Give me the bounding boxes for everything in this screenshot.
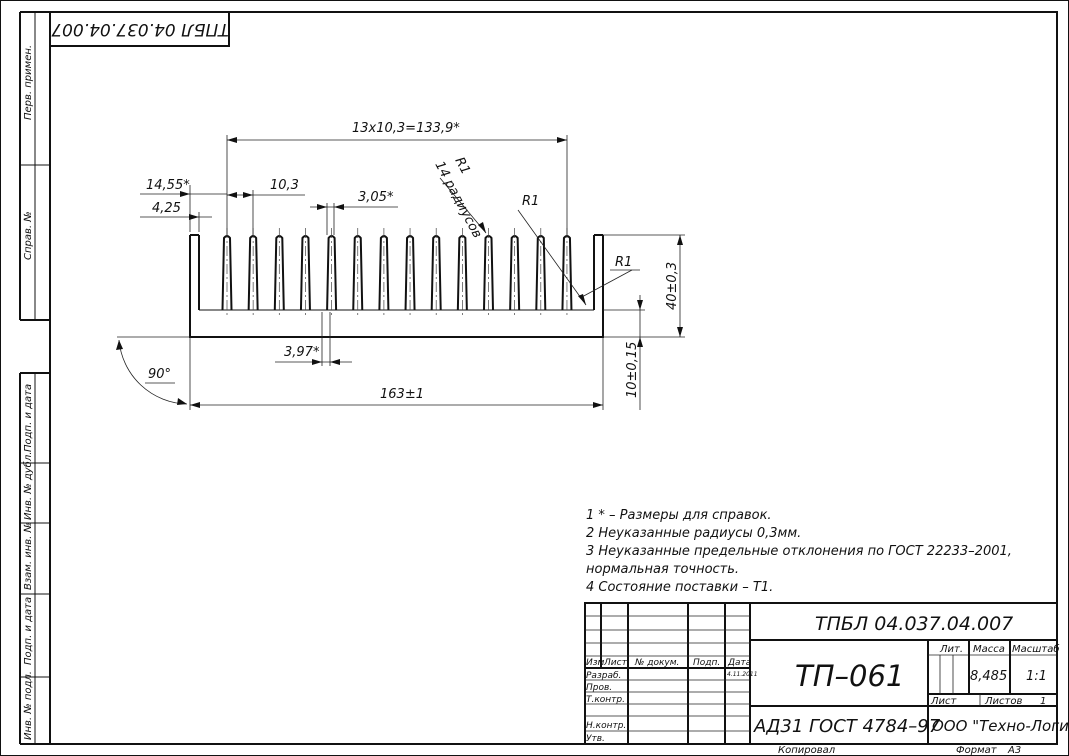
sheets-label: Листов <box>984 696 1022 707</box>
dimension-lines <box>117 135 685 410</box>
fin-centerlines <box>226 228 568 318</box>
technical-notes: 1 * – Размеры для справок. 2 Неуказанные… <box>586 508 1012 595</box>
note-3b: нормальная точность. <box>586 562 739 577</box>
role-utv: Утв. <box>586 734 605 744</box>
th-docum: № докум. <box>634 658 679 668</box>
mass-value: 8,485 <box>970 669 1007 684</box>
dim-first-offset: 14,55* <box>146 178 190 193</box>
th-data: Дата <box>727 658 751 668</box>
dim-radius-top: R1 <box>522 194 539 209</box>
note-1: 1 * – Размеры для справок. <box>586 508 772 523</box>
footer-format: Формат <box>956 745 998 756</box>
lit-label: Лит. <box>939 644 963 655</box>
sheet-label: Лист <box>930 696 958 707</box>
left-margin-strip <box>19 11 50 745</box>
note-4: 4 Состояние поставки – Т1. <box>586 580 773 595</box>
drawing-frame <box>49 11 1058 745</box>
th-izm: Изм <box>586 658 605 668</box>
dim-edge: 4,25 <box>152 201 181 216</box>
th-podp: Подп. <box>693 658 720 668</box>
role-tkontr: Т.контр. <box>586 695 625 705</box>
note-2: 2 Неуказанные радиусы 0,3мм. <box>586 526 801 541</box>
label-vzam-inv: Взам. инв. № <box>23 522 34 590</box>
rotated-stamp-code: ТПБЛ 04.037.04.007 <box>51 19 229 39</box>
role-razrab: Разраб. <box>586 671 621 681</box>
scale-label: Масштаб <box>1012 643 1060 655</box>
dim-angle: 90° <box>148 367 171 382</box>
label-inv-podl: Инв. № подл. <box>23 671 34 740</box>
note-3: 3 Неуказанные предельные отклонения по Г… <box>586 544 1012 559</box>
dim-overall-pitch: 13x10,3=133,9* <box>352 121 460 136</box>
role-nkontr: Н.контр. <box>586 721 626 731</box>
title-block <box>584 602 1058 745</box>
dim-radius-side: R1 <box>615 255 632 270</box>
footer-copied: Копировал <box>778 745 836 756</box>
role-prov: Пров. <box>586 683 612 693</box>
label-sprav-no: Справ. № <box>23 211 34 260</box>
arrowheads <box>116 137 683 408</box>
dim-pitch: 10,3 <box>270 178 299 193</box>
title-product-name: ТП–061 <box>795 659 904 693</box>
label-perv-primen: Перв. примен. <box>23 45 34 120</box>
dim-fin-root: 3,97* <box>284 345 320 360</box>
dim-fin-tip: 3,05* <box>358 190 394 205</box>
title-designation: ТПБЛ 04.037.04.007 <box>815 613 1013 635</box>
footer-format-value: А3 <box>1007 745 1021 756</box>
mass-label: Масса <box>973 644 1005 655</box>
label-inv-dubl: Инв. № дубл. <box>22 452 34 520</box>
scale-value: 1:1 <box>1026 669 1047 684</box>
date-value: 4.11.2011 <box>727 671 758 678</box>
label-podp-data-2: Подп. и дата <box>23 597 34 665</box>
rotated-stamp-box <box>49 11 230 47</box>
sheets-value: 1 <box>1040 696 1046 707</box>
title-material: АД31 ГОСТ 4784–97 <box>753 716 941 737</box>
dim-base-thickness: 10±0,15 <box>625 342 640 398</box>
dim-height: 40±0,3 <box>665 262 680 310</box>
dim-radius-note: R1 <box>451 155 472 177</box>
fin-group <box>221 235 573 311</box>
dim-width: 163±1 <box>380 387 424 402</box>
label-podp-data-1: Подп. и дата <box>23 384 34 452</box>
title-company: ООО "Техно-Логика" <box>932 717 1069 735</box>
th-list: Лист <box>603 658 628 668</box>
